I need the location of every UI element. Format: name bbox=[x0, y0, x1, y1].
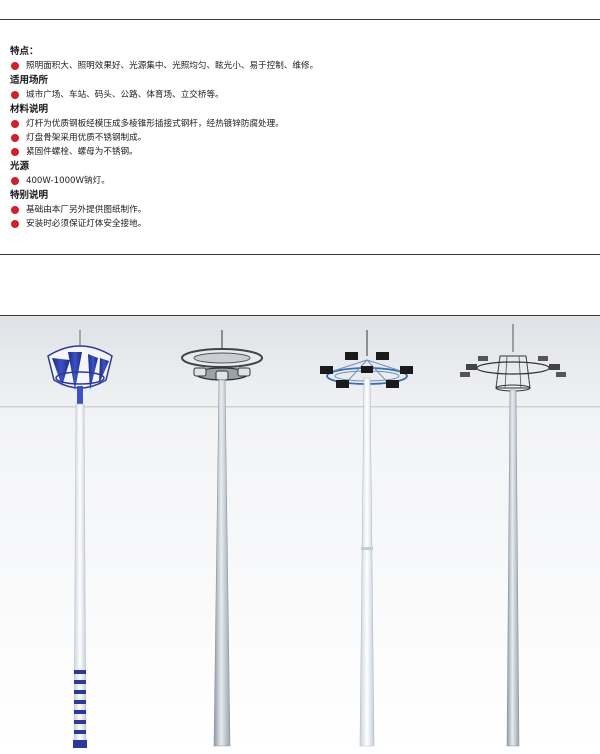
bullet-dot-icon bbox=[11, 206, 19, 214]
illustration-rule bbox=[0, 315, 600, 316]
bullet-item: 紧固件螺栓、螺母为不锈钢。 bbox=[10, 145, 570, 159]
material-section: 材料说明 灯杆为优质钢板经模压成多棱锥形插接式钢杆，经热镀锌防腐处理。 灯盘骨架… bbox=[10, 102, 570, 159]
bullet-item: 城市广场、车站、码头、公路、体育场、立交桥等。 bbox=[10, 88, 570, 102]
bullet-text: 400W-1000W钠灯。 bbox=[26, 176, 110, 186]
bullet-item: 灯杆为优质钢板经模压成多棱锥形插接式钢杆，经热镀锌防腐处理。 bbox=[10, 117, 570, 131]
bullet-text: 紧固件螺栓、螺母为不锈钢。 bbox=[26, 147, 138, 157]
applicable-section: 适用场所 城市广场、车站、码头、公路、体育场、立交桥等。 bbox=[10, 73, 570, 102]
bullet-dot-icon bbox=[11, 134, 19, 142]
bullet-text: 灯杆为优质钢板经模压成多棱锥形插接式钢杆，经热镀锌防腐处理。 bbox=[26, 119, 284, 129]
bullet-dot-icon bbox=[11, 220, 19, 228]
section-heading: 材料说明 bbox=[10, 104, 49, 115]
bullet-text: 照明面积大、照明效果好、光源集中、光照均匀、眩光小、易于控制、维修。 bbox=[26, 61, 319, 71]
pole-lift-ring bbox=[460, 324, 566, 747]
section-heading: 特别说明 bbox=[10, 190, 49, 201]
bullet-text: 城市广场、车站、码头、公路、体育场、立交桥等。 bbox=[26, 90, 224, 100]
feature-section: 特点： 照明面积大、照明效果好、光源集中、光照均匀、眩光小、易于控制、维修。 bbox=[10, 44, 570, 73]
bullet-text: 基础由本厂另外提供图纸制作。 bbox=[26, 205, 147, 215]
bullet-dot-icon bbox=[11, 177, 19, 185]
bullet-dot-icon bbox=[11, 148, 19, 156]
bullet-item: 灯盘骨架采用优质不锈钢制成。 bbox=[10, 131, 570, 145]
bullet-item: 400W-1000W钠灯。 bbox=[10, 174, 570, 188]
spec-text: 特点： 照明面积大、照明效果好、光源集中、光照均匀、眩光小、易于控制、维修。 适… bbox=[10, 44, 570, 231]
section-heading: 特点： bbox=[10, 46, 39, 57]
light-source-section: 光源 400W-1000W钠灯。 bbox=[10, 159, 570, 188]
pole-flower-panels bbox=[320, 330, 413, 747]
bullet-text: 安装时必须保证灯体安全接地。 bbox=[26, 219, 147, 229]
special-note-section: 特别说明 基础由本厂另外提供图纸制作。 安装时必须保证灯体安全接地。 bbox=[10, 188, 570, 231]
middle-rule bbox=[0, 254, 600, 255]
bullet-dot-icon bbox=[11, 91, 19, 99]
pole-blue-crown bbox=[47, 330, 113, 748]
section-heading: 光源 bbox=[10, 161, 30, 172]
bullet-dot-icon bbox=[11, 120, 19, 128]
horizon-band bbox=[0, 406, 600, 408]
pole-drawing bbox=[0, 316, 600, 750]
bullet-item: 安装时必须保证灯体安全接地。 bbox=[10, 217, 570, 231]
pole-illustration bbox=[0, 316, 600, 750]
pole-ring-disc bbox=[181, 330, 263, 747]
bullet-item: 照明面积大、照明效果好、光源集中、光照均匀、眩光小、易于控制、维修。 bbox=[10, 59, 570, 73]
bullet-text: 灯盘骨架采用优质不锈钢制成。 bbox=[26, 133, 147, 143]
bullet-item: 基础由本厂另外提供图纸制作。 bbox=[10, 203, 570, 217]
top-rule bbox=[0, 19, 600, 20]
bullet-dot-icon bbox=[11, 62, 19, 70]
section-heading: 适用场所 bbox=[10, 75, 49, 86]
